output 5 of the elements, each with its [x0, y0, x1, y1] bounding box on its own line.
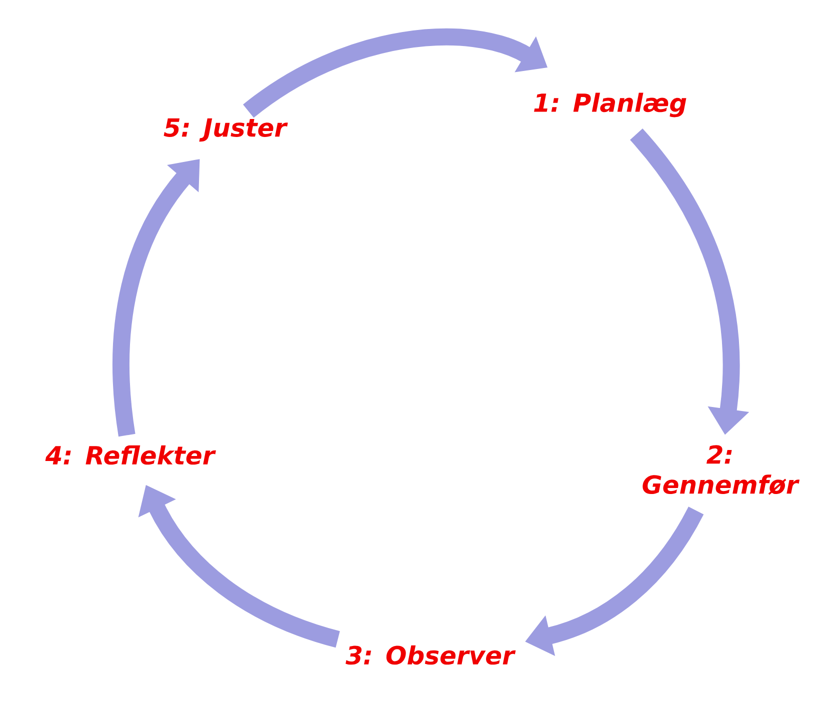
step-label: 3: Observer [346, 645, 516, 665]
step-label: 1: Planlæg [534, 92, 686, 118]
step-label: 4: Reflekter [45, 445, 216, 465]
step-label: 5: Juster [164, 118, 288, 142]
step-label: 2: Gennemfør [642, 445, 800, 495]
